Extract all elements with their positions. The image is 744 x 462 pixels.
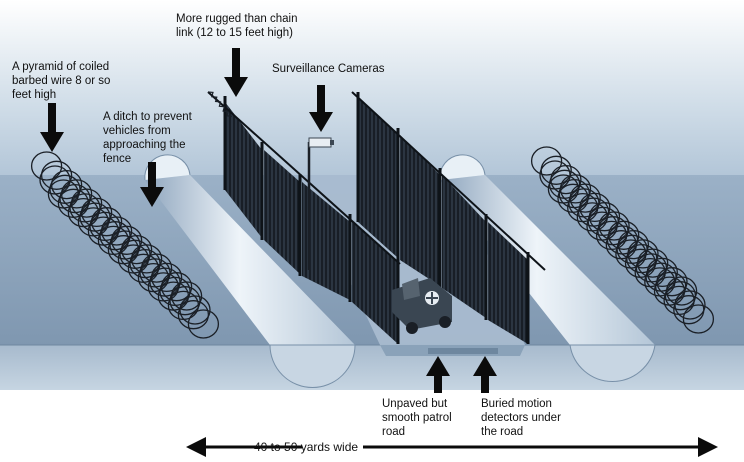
label-detectors: Buried motion detectors under the road <box>481 398 561 438</box>
arrow-down-icon <box>224 48 248 97</box>
ditch-right <box>439 154 656 382</box>
label-ditch: A ditch to prevent vehicles from approac… <box>103 111 192 165</box>
fence-right <box>351 91 546 344</box>
motion-detector-strip <box>428 348 498 354</box>
label-fence: More rugged than chain link (12 to 15 fe… <box>176 13 298 39</box>
arrow-down-icon <box>40 103 64 152</box>
ditch-left <box>144 154 356 388</box>
camera-icon <box>307 137 334 270</box>
arrow-down-icon <box>140 162 164 207</box>
jeep-icon <box>392 278 452 334</box>
barbed-wire-coil-icon <box>30 146 715 339</box>
double-arrow-icon <box>186 437 718 457</box>
arrow-up-icon <box>473 356 497 393</box>
fence-left <box>207 91 401 344</box>
label-width: 40 to 50 yards wide <box>254 440 359 454</box>
label-cameras: Surveillance Cameras <box>272 63 385 75</box>
arrow-up-icon <box>426 356 450 393</box>
arrow-down-icon <box>309 85 333 132</box>
label-road: Unpaved but smooth patrol road <box>382 398 452 438</box>
label-barbed-wire: A pyramid of coiled barbed wire 8 or so … <box>12 61 111 101</box>
